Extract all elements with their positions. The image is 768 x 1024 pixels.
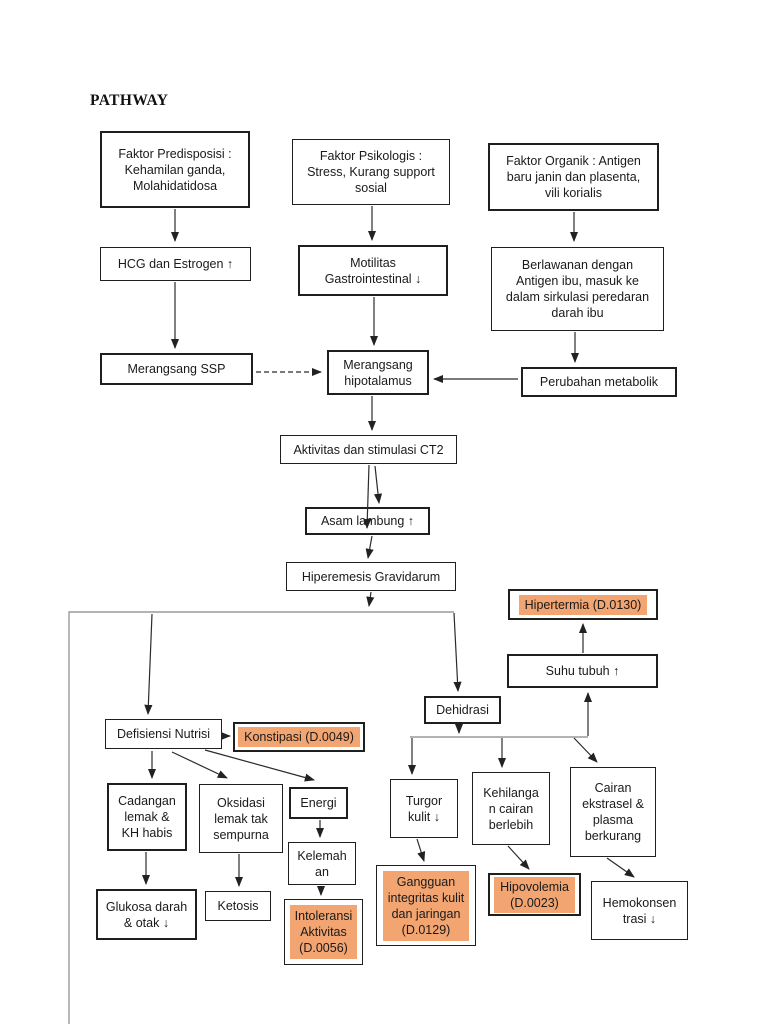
node-perubahan-metabolik: Perubahan metabolik — [521, 367, 677, 397]
node-label: Glukosa darah & otak ↓ — [105, 899, 188, 930]
node-label: Dehidrasi — [436, 703, 489, 717]
node-label: Faktor Predisposisi : Kehamilan ganda, M… — [118, 146, 232, 193]
arrow-branch-cairan — [573, 737, 598, 763]
node-oksidasi-lemak: Oksidasi lemak tak sempurna — [199, 784, 283, 853]
node-ketosis: Ketosis — [205, 891, 271, 921]
node-label: Kelemah an — [297, 848, 347, 879]
node-label-highlighted: Gangguan integritas kulit dan jaringan (… — [382, 870, 470, 941]
node-glukosa-darah: Glukosa darah & otak ↓ — [96, 889, 197, 940]
node-kelemahan: Kelemah an — [288, 842, 356, 885]
node-label-highlighted: Hipertermia (D.0130) — [518, 594, 648, 615]
arrow-junction-dehidrasi — [453, 612, 462, 693]
node-label: Oksidasi lemak tak sempurna — [213, 795, 269, 842]
node-suhu-tubuh: Suhu tubuh ↑ — [507, 654, 658, 688]
page-title: PATHWAY — [90, 92, 169, 109]
node-defisiensi-nutrisi: Defisiensi Nutrisi — [105, 719, 222, 749]
node-label: Turgor kulit ↓ — [405, 793, 443, 824]
arrow-kehilangan-hipovolemia — [507, 845, 530, 870]
node-label: Aktivitas dan stimulasi CT2 — [293, 442, 444, 457]
node-label: Hemokonsen trasi ↓ — [602, 895, 677, 926]
node-label: Merangsang SSP — [127, 362, 226, 376]
node-hemokonsentrasi: Hemokonsen trasi ↓ — [591, 881, 688, 940]
node-label: Kehilanga n cairan berlebih — [483, 785, 539, 832]
arrow-ct2-asam — [373, 465, 383, 505]
node-label: Cairan ekstrasel & plasma berkurang — [582, 781, 644, 843]
node-merangsang-ssp: Merangsang SSP — [100, 353, 253, 385]
node-label: Hiperemesis Gravidarum — [301, 569, 441, 584]
node-label: Cadangan lemak & KH habis — [118, 794, 176, 840]
arrow-turgor-gangguan — [416, 838, 426, 862]
node-hipovolemia: Hipovolemia (D.0023) — [488, 873, 581, 916]
node-hcg-estrogen: HCG dan Estrogen ↑ — [100, 247, 251, 281]
node-asam-lambung: Asam lambung ↑ — [305, 507, 430, 535]
node-hiperemesis-gravidarum: Hiperemesis Gravidarum — [286, 562, 456, 591]
node-faktor-psikologis: Faktor Psikologis : Stress, Kurang suppo… — [292, 139, 450, 205]
node-label: Suhu tubuh ↑ — [545, 664, 620, 678]
arrow-hiperemesis-junction — [366, 591, 375, 608]
node-label: Ketosis — [217, 899, 259, 913]
node-motilitas-gastrointestinal: Motilitas Gastrointestinal ↓ — [298, 245, 448, 296]
node-dehidrasi: Dehidrasi — [424, 696, 501, 724]
node-label: Energi — [300, 796, 337, 810]
node-label: Defisiensi Nutrisi — [116, 727, 211, 741]
node-label-highlighted: Intoleransi Aktivitas (D.0056) — [289, 905, 358, 959]
arrow-defisiensi-oksidasi — [171, 751, 228, 779]
node-cairan-ekstrasel: Cairan ekstrasel & plasma berkurang — [570, 767, 656, 857]
node-label: Merangsang hipotalamus — [343, 357, 413, 388]
node-intoleransi-aktivitas: Intoleransi Aktivitas (D.0056) — [284, 899, 363, 965]
arrow-defisiensi-energi — [204, 749, 315, 782]
node-merangsang-hipotalamus: Merangsang hipotalamus — [327, 350, 429, 395]
arrow-asam-hiperemesis — [365, 535, 374, 560]
node-label: Perubahan metabolik — [539, 375, 659, 389]
node-label: Faktor Psikologis : Stress, Kurang suppo… — [307, 149, 435, 195]
node-faktor-organik: Faktor Organik : Antigen baru janin dan … — [488, 143, 659, 211]
node-hipertermia: Hipertermia (D.0130) — [508, 589, 658, 620]
node-faktor-predisposisi: Faktor Predisposisi : Kehamilan ganda, M… — [100, 131, 250, 208]
node-berlawanan-antigen: Berlawanan dengan Antigen ibu, masuk ke … — [491, 247, 664, 331]
arrow-cairan-hemokonsentrasi — [606, 857, 635, 878]
node-label: Asam lambung ↑ — [320, 514, 415, 528]
node-cadangan-lemak: Cadangan lemak & KH habis — [107, 783, 187, 851]
node-gangguan-integritas: Gangguan integritas kulit dan jaringan (… — [376, 865, 476, 946]
node-label: Motilitas Gastrointestinal ↓ — [324, 255, 422, 286]
node-kehilangan-cairan: Kehilanga n cairan berlebih — [472, 772, 550, 845]
node-label-highlighted: Konstipasi (D.0049) — [238, 727, 360, 747]
node-turgor-kulit: Turgor kulit ↓ — [390, 779, 458, 838]
node-label: Berlawanan dengan Antigen ibu, masuk ke … — [505, 258, 650, 320]
node-energi: Energi — [289, 787, 348, 819]
node-label-highlighted: Hipovolemia (D.0023) — [494, 876, 575, 913]
node-label: Faktor Organik : Antigen baru janin dan … — [506, 154, 641, 200]
node-konstipasi: Konstipasi (D.0049) — [233, 722, 365, 752]
node-label: HCG dan Estrogen ↑ — [117, 257, 234, 271]
node-aktivitas-ct2: Aktivitas dan stimulasi CT2 — [280, 435, 457, 464]
arrow-junction-defisiensi — [144, 613, 153, 716]
